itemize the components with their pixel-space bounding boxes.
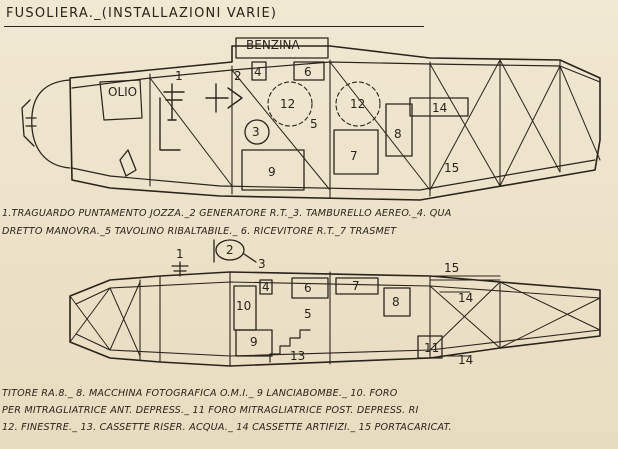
legend-line-5: 12. FINESTRE._ 13. CASSETTE RISER. ACQUA… xyxy=(2,422,452,433)
fuel-tank-box xyxy=(235,37,329,59)
top-num-2: 2 xyxy=(226,243,234,257)
side-truss xyxy=(149,59,601,191)
top-stairs-13 xyxy=(269,329,311,363)
top-num-15: 15 xyxy=(444,261,459,275)
side-num-9: 9 xyxy=(268,165,276,179)
top-num-10: 10 xyxy=(236,299,251,313)
top-box-8 xyxy=(383,287,411,317)
top-bulkheads xyxy=(139,271,501,367)
side-num-3: 3 xyxy=(252,125,260,139)
top-box-11 xyxy=(417,335,443,359)
legend-line-3: TITORE RA.8._ 8. MACCHINA FOTOGRAFICA O.… xyxy=(2,388,398,399)
top-generator xyxy=(215,239,245,261)
top-propeller-blade xyxy=(213,239,257,263)
top-num-7: 7 xyxy=(352,279,360,293)
top-box-9 xyxy=(235,329,273,357)
top-box-4 xyxy=(259,279,273,295)
top-sight-symbol xyxy=(171,261,189,277)
top-num-11: 11 xyxy=(424,341,439,355)
top-num-14b: 14 xyxy=(458,353,473,367)
oil-tank xyxy=(99,79,143,121)
top-num-5: 5 xyxy=(304,307,312,321)
side-fuselage-bottom-rail xyxy=(71,159,596,191)
top-num-1: 1 xyxy=(176,247,184,261)
tail-strut xyxy=(119,149,137,177)
legend-line-2: DRETTO MANOVRA._5 TAVOLINO RIBALTABILE._… xyxy=(2,226,397,237)
bomb-launcher xyxy=(241,149,305,191)
top-truss xyxy=(429,281,601,351)
top-nose-truss xyxy=(69,281,141,357)
top-num-14a: 14 xyxy=(458,291,473,305)
camera xyxy=(385,103,413,157)
window-2 xyxy=(335,81,381,127)
top-num-6: 6 xyxy=(304,281,312,295)
top-fuselage-outline xyxy=(69,271,601,367)
title-underline xyxy=(4,26,424,27)
top-num-3: 3 xyxy=(258,257,266,271)
top-num-8: 8 xyxy=(392,295,400,309)
side-num-8: 8 xyxy=(394,127,402,141)
side-num-4: 4 xyxy=(254,65,262,79)
top-num-9: 9 xyxy=(250,335,258,349)
oil-tank-label: BENZINA xyxy=(246,38,301,52)
generator-propeller xyxy=(205,83,243,113)
propeller-hub xyxy=(21,99,37,147)
side-num-7: 7 xyxy=(350,149,358,163)
side-num-15: 15 xyxy=(444,161,459,175)
side-bulkheads xyxy=(149,59,561,199)
legend-line-4: PER MITRAGLIATRICE ANT. DEPRESS._ 11 FOR… xyxy=(2,405,419,416)
top-box-6 xyxy=(291,277,329,299)
side-num-14: 14 xyxy=(432,101,447,115)
box-6 xyxy=(293,61,325,81)
aerial-reel xyxy=(244,119,270,145)
bomb-sight xyxy=(159,83,185,151)
box-14 xyxy=(409,97,469,117)
side-num-12b: 12 xyxy=(350,97,365,111)
page-title: FUSOLIERA._(INSTALLAZIONI VARIE) xyxy=(6,6,278,21)
side-num-5: 5 xyxy=(310,117,318,131)
oil-label: OLIO xyxy=(108,85,137,99)
side-num-2: 2 xyxy=(234,69,242,83)
transmitter xyxy=(333,129,379,175)
side-num-12a: 12 xyxy=(280,97,295,111)
top-rack-15 xyxy=(429,275,501,281)
side-fuselage-outline xyxy=(69,45,601,201)
engine-nose xyxy=(31,79,71,169)
legend-line-1: 1.TRAGUARDO PUNTAMENTO JOZZA._2 GENERATO… xyxy=(2,208,452,219)
side-num-6: 6 xyxy=(304,65,312,79)
top-rack-14 xyxy=(439,291,471,357)
top-num-4: 4 xyxy=(262,280,270,294)
top-box-7 xyxy=(335,277,379,295)
top-num-13: 13 xyxy=(290,349,305,363)
side-num-1: 1 xyxy=(175,69,183,83)
box-4 xyxy=(251,61,267,81)
window-1 xyxy=(267,81,313,127)
